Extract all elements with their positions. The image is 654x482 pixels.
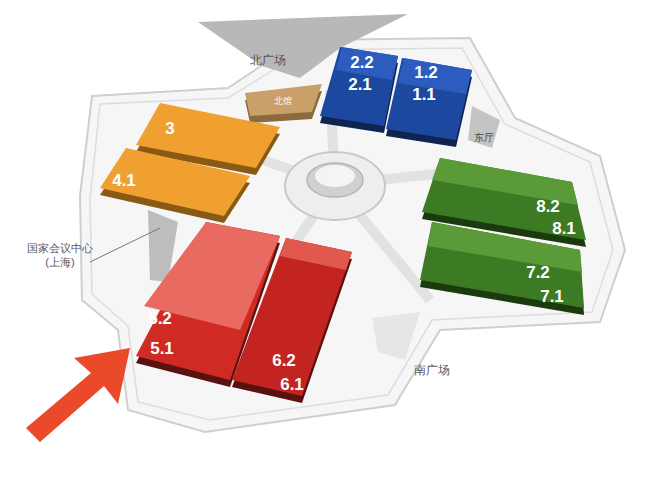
hall-label-wrap: 北馆	[274, 97, 292, 106]
exhibition-hall: 1.21.1	[386, 58, 472, 148]
hall-number: 7.1	[540, 288, 564, 305]
hall-number: 6.2	[272, 352, 296, 369]
hall-number: 5.1	[150, 340, 174, 357]
hall-label-wrap: 7.1	[540, 288, 564, 305]
hall-label-wrap: 8.2	[536, 198, 560, 215]
hall-floor	[320, 47, 398, 126]
place-label: 南广场	[414, 363, 450, 378]
hall-floor	[386, 58, 472, 140]
hall-number: 1.2	[414, 64, 438, 81]
hall-label-wrap: 2.2	[350, 54, 374, 71]
place-label: 北广场	[250, 53, 286, 68]
hall-number: 2.2	[350, 54, 374, 71]
hall-label-wrap: 6.2	[272, 352, 296, 369]
hall-number: 6.1	[280, 376, 304, 393]
place-label: 东厅	[474, 132, 494, 145]
hall-label-wrap: 2.1	[348, 76, 372, 93]
hall-number: 5.2	[148, 310, 172, 327]
hall-floor	[420, 222, 584, 308]
hall-floor	[232, 238, 352, 396]
hall-label-wrap: 1.2	[414, 64, 438, 81]
hall-label-wrap: 6.1	[280, 376, 304, 393]
hall-label-wrap: 3	[165, 120, 174, 137]
hall-label-wrap: 5.1	[150, 340, 174, 357]
hall-floor	[245, 84, 322, 116]
hall-number: 7.2	[526, 264, 550, 281]
hall-upper-floor	[428, 222, 582, 272]
hall-number: 1.1	[412, 86, 436, 103]
hall-number: 4.1	[112, 172, 136, 189]
exhibition-hall: 北馆	[245, 84, 322, 124]
exhibition-hall: 4.1	[100, 148, 250, 224]
hall-label-wrap: 1.1	[412, 86, 436, 103]
hall-floor	[100, 148, 250, 216]
hall-label-wrap: 5.2	[148, 310, 172, 327]
hall-label-wrap: 7.2	[526, 264, 550, 281]
exhibition-hall: 6.26.1	[232, 238, 352, 404]
place-label: 国家会议中心 (上海)	[20, 242, 100, 270]
exhibition-hall: 7.27.1	[420, 222, 584, 316]
hall-number: 3	[165, 120, 174, 137]
hall-number: 8.2	[536, 198, 560, 215]
hall-number: 8.1	[552, 220, 576, 237]
exhibition-hall: 2.22.1	[320, 47, 398, 134]
hall-upper-floor	[280, 238, 352, 270]
hall-label-wrap: 4.1	[112, 172, 136, 189]
hall-number: 北馆	[274, 97, 292, 106]
hall-label-wrap: 8.1	[552, 220, 576, 237]
hall-number: 2.1	[348, 76, 372, 93]
